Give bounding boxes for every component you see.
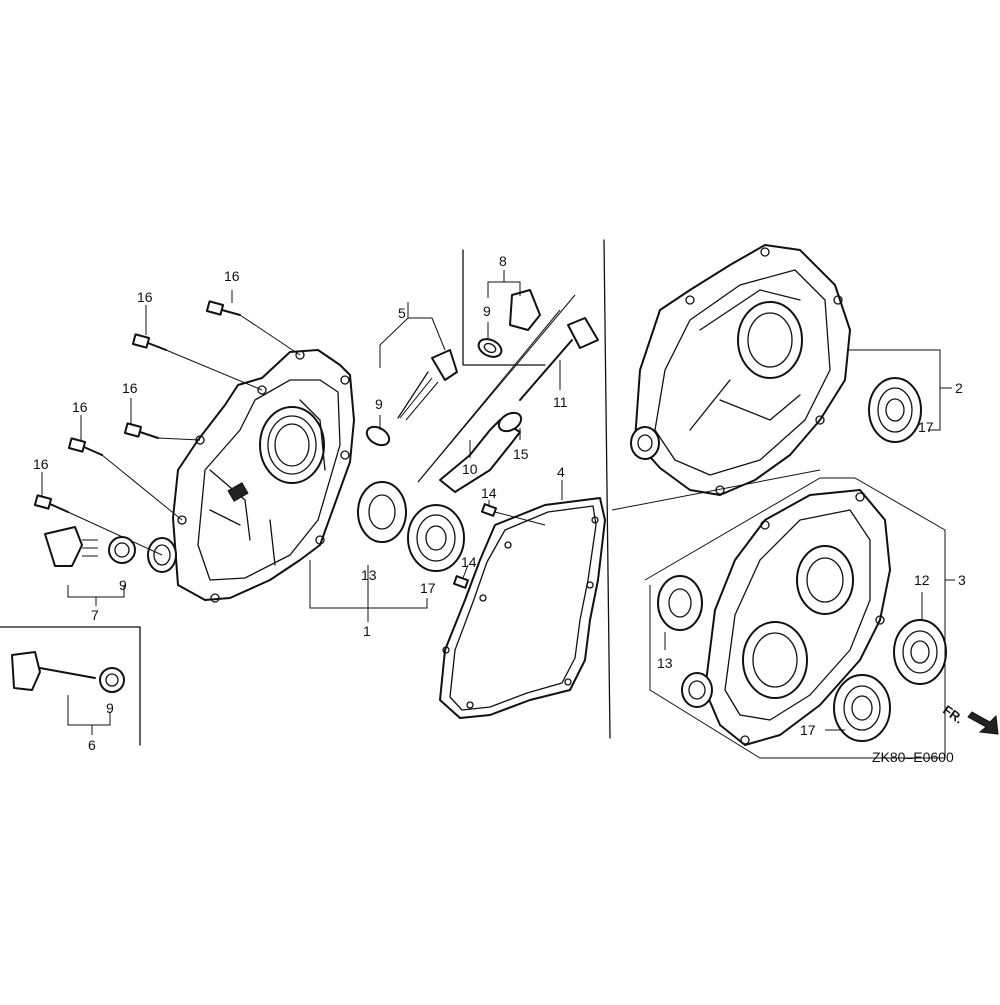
divider-line <box>611 469 821 511</box>
callout-8: 8 <box>499 253 507 269</box>
oil-level-part <box>397 349 458 421</box>
bearing-icon <box>833 674 891 742</box>
bearing-icon <box>868 377 922 443</box>
drawing-code: ZK80–E0600 <box>872 749 954 765</box>
crankcase-cover-3 <box>657 489 947 746</box>
callout-16: 16 <box>33 456 49 472</box>
oil-filler-cap-part <box>44 526 136 567</box>
callout-1: 1 <box>363 623 371 639</box>
callout-9: 9 <box>119 577 127 593</box>
oil-seal-icon <box>657 575 703 631</box>
callout-10: 10 <box>462 461 478 477</box>
callout-16: 16 <box>122 380 138 396</box>
callout-4: 4 <box>557 464 565 480</box>
callout-5: 5 <box>398 305 406 321</box>
callout-17: 17 <box>800 722 816 738</box>
callout-16: 16 <box>72 399 88 415</box>
callout-16: 16 <box>137 289 153 305</box>
drain-plug-part <box>477 289 541 358</box>
bolt-icon <box>131 333 263 391</box>
callout-16: 16 <box>224 268 240 284</box>
callout-13: 13 <box>657 655 673 671</box>
section-dividers <box>0 239 611 746</box>
callout-14: 14 <box>481 485 497 501</box>
callout-2: 2 <box>955 380 963 396</box>
front-arrow-icon <box>967 711 999 735</box>
filler-neck-part <box>417 294 576 493</box>
callout-9: 9 <box>483 303 491 319</box>
callout-17: 17 <box>918 419 934 435</box>
callout-9: 9 <box>106 700 114 716</box>
callout-11: 11 <box>553 394 568 410</box>
callout-15: 15 <box>513 446 529 462</box>
callout-labels: 16 16 16 16 16 9 7 9 6 13 17 1 5 9 8 9 1… <box>33 253 966 753</box>
callout-7: 7 <box>91 607 99 623</box>
callout-12: 12 <box>914 572 930 588</box>
bearing-icon <box>407 504 465 572</box>
dowel-parts <box>452 503 546 589</box>
bolt-icon <box>205 300 301 356</box>
crankcase-cover-2 <box>630 244 922 496</box>
bolt-icon <box>67 437 183 521</box>
gasket-part <box>439 497 606 719</box>
dipstick-part <box>11 651 125 693</box>
callout-9: 9 <box>375 396 383 412</box>
bolt-icon <box>33 494 163 556</box>
front-direction-marker: FR. <box>940 702 999 735</box>
callout-13: 13 <box>361 567 377 583</box>
bolt-icon <box>123 422 201 441</box>
seal-bearing-parts <box>357 425 465 572</box>
callout-17: 17 <box>420 580 436 596</box>
dipstick-11-part <box>519 317 599 401</box>
bolt-parts <box>33 300 301 556</box>
callout-3: 3 <box>958 572 966 588</box>
oil-seal-icon <box>365 425 391 447</box>
bearing-icon <box>893 619 947 685</box>
group-outline-3 <box>644 477 946 759</box>
callout-14: 14 <box>461 554 477 570</box>
callout-6: 6 <box>88 737 96 753</box>
crankcase-cover-assy <box>147 349 355 603</box>
oil-seal-icon <box>357 481 407 543</box>
front-label: FR. <box>940 702 966 726</box>
leader-lines <box>41 270 955 735</box>
